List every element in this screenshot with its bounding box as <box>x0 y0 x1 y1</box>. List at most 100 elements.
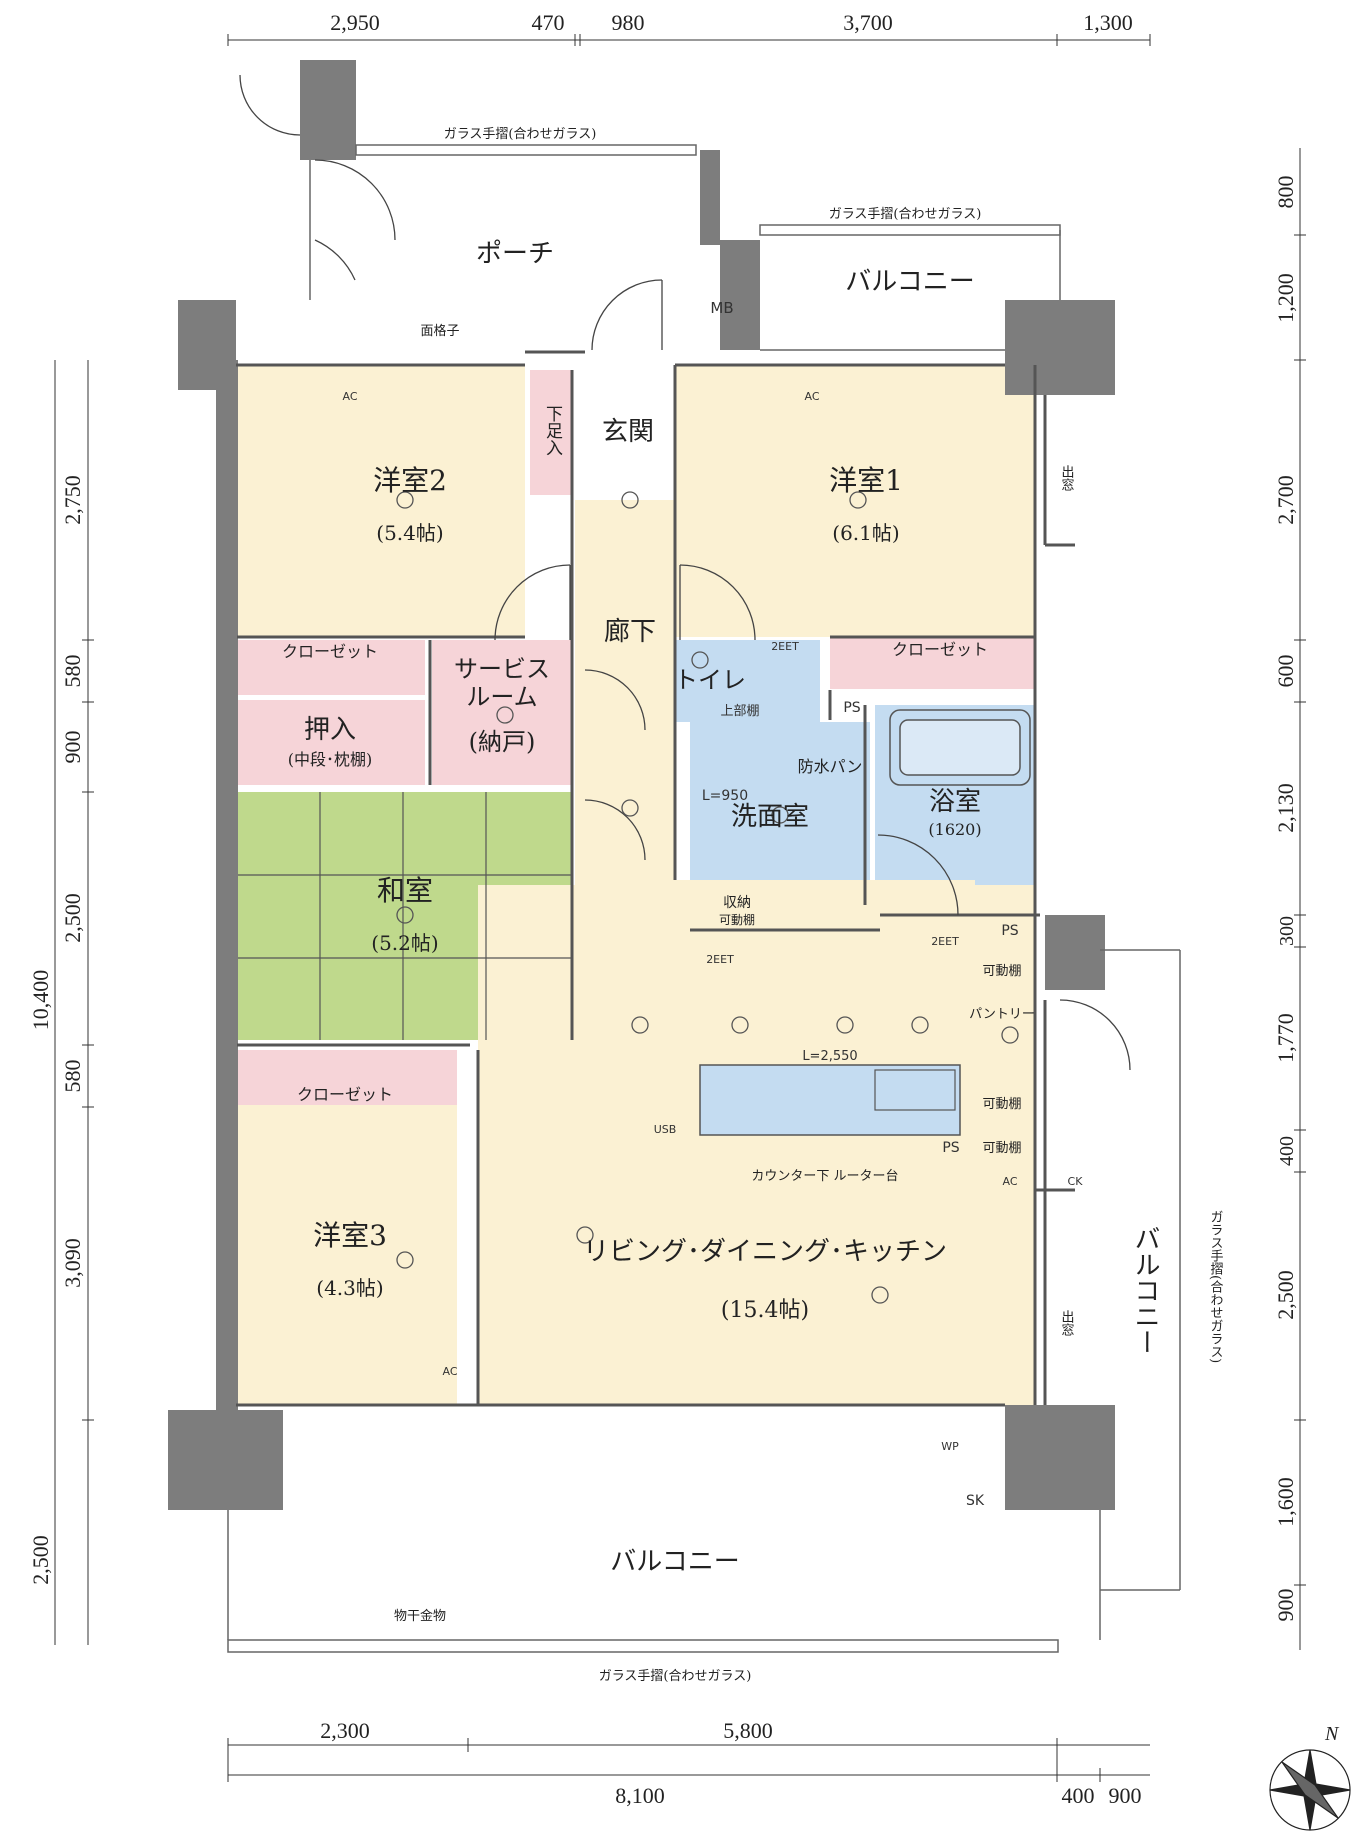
menkoushi-label: 面格子 <box>420 323 459 339</box>
dim-bottom-3: 8,100 <box>615 1783 665 1808</box>
closet2-fill <box>237 640 425 695</box>
dim-left-total: 10,400 <box>28 970 53 1031</box>
closet2-label: クローゼット <box>282 642 378 661</box>
washitsu-size: (5.2帖) <box>371 931 438 955</box>
balcony-right-label: バルコニー <box>1130 1225 1160 1355</box>
toilet-fill <box>675 640 820 722</box>
service-line1: サービス <box>454 655 550 683</box>
bathtub <box>889 709 1031 786</box>
shoe-fill <box>530 370 572 495</box>
bed3-size: (4.3帖) <box>316 1276 383 1300</box>
kadou-label-3: 可動棚 <box>982 1141 1021 1156</box>
dim-top-1: 2,950 <box>330 10 380 35</box>
senmen-label: 洗面室 <box>731 802 809 832</box>
dim-bottom-5: 900 <box>1109 1783 1142 1808</box>
demado-label-1: 出窓 <box>1059 465 1075 491</box>
kadou-label-1: 可動棚 <box>982 964 1021 979</box>
monohoshi-label: 物干金物 <box>394 1608 446 1624</box>
dim-right-7: 1,770 <box>1273 1013 1298 1063</box>
ps-label-2: PS <box>1001 923 1018 939</box>
washitsu-name: 和室 <box>377 874 433 907</box>
walls <box>168 60 1115 1510</box>
dim-right-11: 900 <box>1273 1589 1298 1622</box>
balcony-bottom-label: バルコニー <box>610 1547 739 1577</box>
dim-right-9: 2,500 <box>1273 1270 1298 1320</box>
upper-shelf-label: 上部棚 <box>720 704 759 719</box>
counter-label: カウンター下 ルーター台 <box>751 1169 898 1184</box>
dim-left-7: 2,500 <box>28 1535 53 1585</box>
bed2-fill <box>237 365 525 637</box>
dim-right-4: 600 <box>1273 655 1298 688</box>
dim-left-4: 2,500 <box>60 893 85 943</box>
dim-right-1: 800 <box>1273 176 1298 209</box>
ldk-size: (15.4帖) <box>721 1298 809 1323</box>
railing-right: ガラス手摺(合わせガラス) <box>1208 1210 1224 1363</box>
wp-label: WP <box>941 1440 959 1453</box>
oshiire-name: 押入 <box>304 715 356 745</box>
service-fill <box>432 640 572 785</box>
dim-bottom-4: 400 <box>1062 1783 1095 1808</box>
corridor-fill <box>575 500 675 880</box>
service-line2: ルーム <box>466 683 537 711</box>
railing-bottom: ガラス手摺(合わせガラス) <box>599 1669 752 1684</box>
dim-left-2: 580 <box>60 655 85 688</box>
sk-label: SK <box>966 1493 985 1509</box>
bed1-name: 洋室1 <box>829 464 903 497</box>
dim-right-5: 2,130 <box>1273 783 1298 833</box>
eet-label-1: 2EET <box>771 640 799 653</box>
ac-label-2: AC <box>804 390 819 403</box>
light-markers <box>396 491 1019 1304</box>
l2550-label: L=2,550 <box>802 1049 857 1064</box>
compass-north: N <box>1324 1723 1340 1745</box>
bed2-name: 洋室2 <box>373 464 447 497</box>
oshiire-fill <box>237 700 425 785</box>
eet-label-3: 2EET <box>931 935 959 948</box>
porch-label: ポーチ <box>476 239 554 269</box>
bed3-name: 洋室3 <box>313 1219 387 1252</box>
dim-top-5: 1,300 <box>1083 10 1133 35</box>
dim-right-3: 2,700 <box>1273 475 1298 525</box>
usb-label: USB <box>654 1123 677 1136</box>
dim-right-6: 300 <box>1276 916 1298 946</box>
ac-label-4: AC <box>1002 1175 1017 1188</box>
closet1-label: クローゼット <box>892 640 988 659</box>
service-line3: (納戸) <box>469 728 536 756</box>
storage-line1: 収納 <box>723 895 751 911</box>
balcony-top-label: バルコニー <box>845 267 974 297</box>
stove-sink <box>874 1069 956 1111</box>
mb-label: MB <box>710 299 733 317</box>
dim-bottom-1: 2,300 <box>320 1718 370 1743</box>
demado-label-2: 出窓 <box>1059 1310 1075 1336</box>
ck-label: CK <box>1068 1175 1084 1188</box>
corridor-label: 廊下 <box>604 617 656 647</box>
bed1-size: (6.1帖) <box>832 521 899 545</box>
ac-label-3: AC <box>442 1365 457 1378</box>
bed2-size: (5.4帖) <box>376 521 443 545</box>
eet-label-2: 2EET <box>706 953 734 966</box>
toilet-label: トイレ <box>674 666 746 694</box>
dim-top-4: 3,700 <box>843 10 893 35</box>
pantry-label: パントリー <box>969 1007 1035 1022</box>
ac-label-1: AC <box>342 390 357 403</box>
bousui-label: 防水パン <box>798 757 863 776</box>
oshiire-sub: (中段･枕棚) <box>288 750 373 769</box>
l950-label: L=950 <box>702 788 748 804</box>
yoku-size: (1620) <box>928 820 981 839</box>
compass-icon <box>1269 1749 1351 1831</box>
wall-outlines <box>236 350 1075 1407</box>
dim-top-2: 470 <box>532 10 565 35</box>
dim-right-10: 1,600 <box>1273 1477 1298 1527</box>
closet3-fill <box>237 1050 457 1105</box>
genkan-fill <box>585 360 675 500</box>
ps-label-1: PS <box>843 700 860 716</box>
shoe-label: 下足入 <box>542 405 563 456</box>
dim-right-8: 400 <box>1276 1136 1298 1166</box>
kadou-label-2: 可動棚 <box>982 1097 1021 1112</box>
railing-top-2: ガラス手摺(合わせガラス) <box>829 207 982 222</box>
dim-bottom-2: 5,800 <box>723 1718 773 1743</box>
bed3-fill <box>237 1105 457 1405</box>
dim-top-3: 980 <box>612 10 645 35</box>
ps-label-3: PS <box>942 1140 959 1156</box>
closet1-fill <box>830 637 1035 689</box>
